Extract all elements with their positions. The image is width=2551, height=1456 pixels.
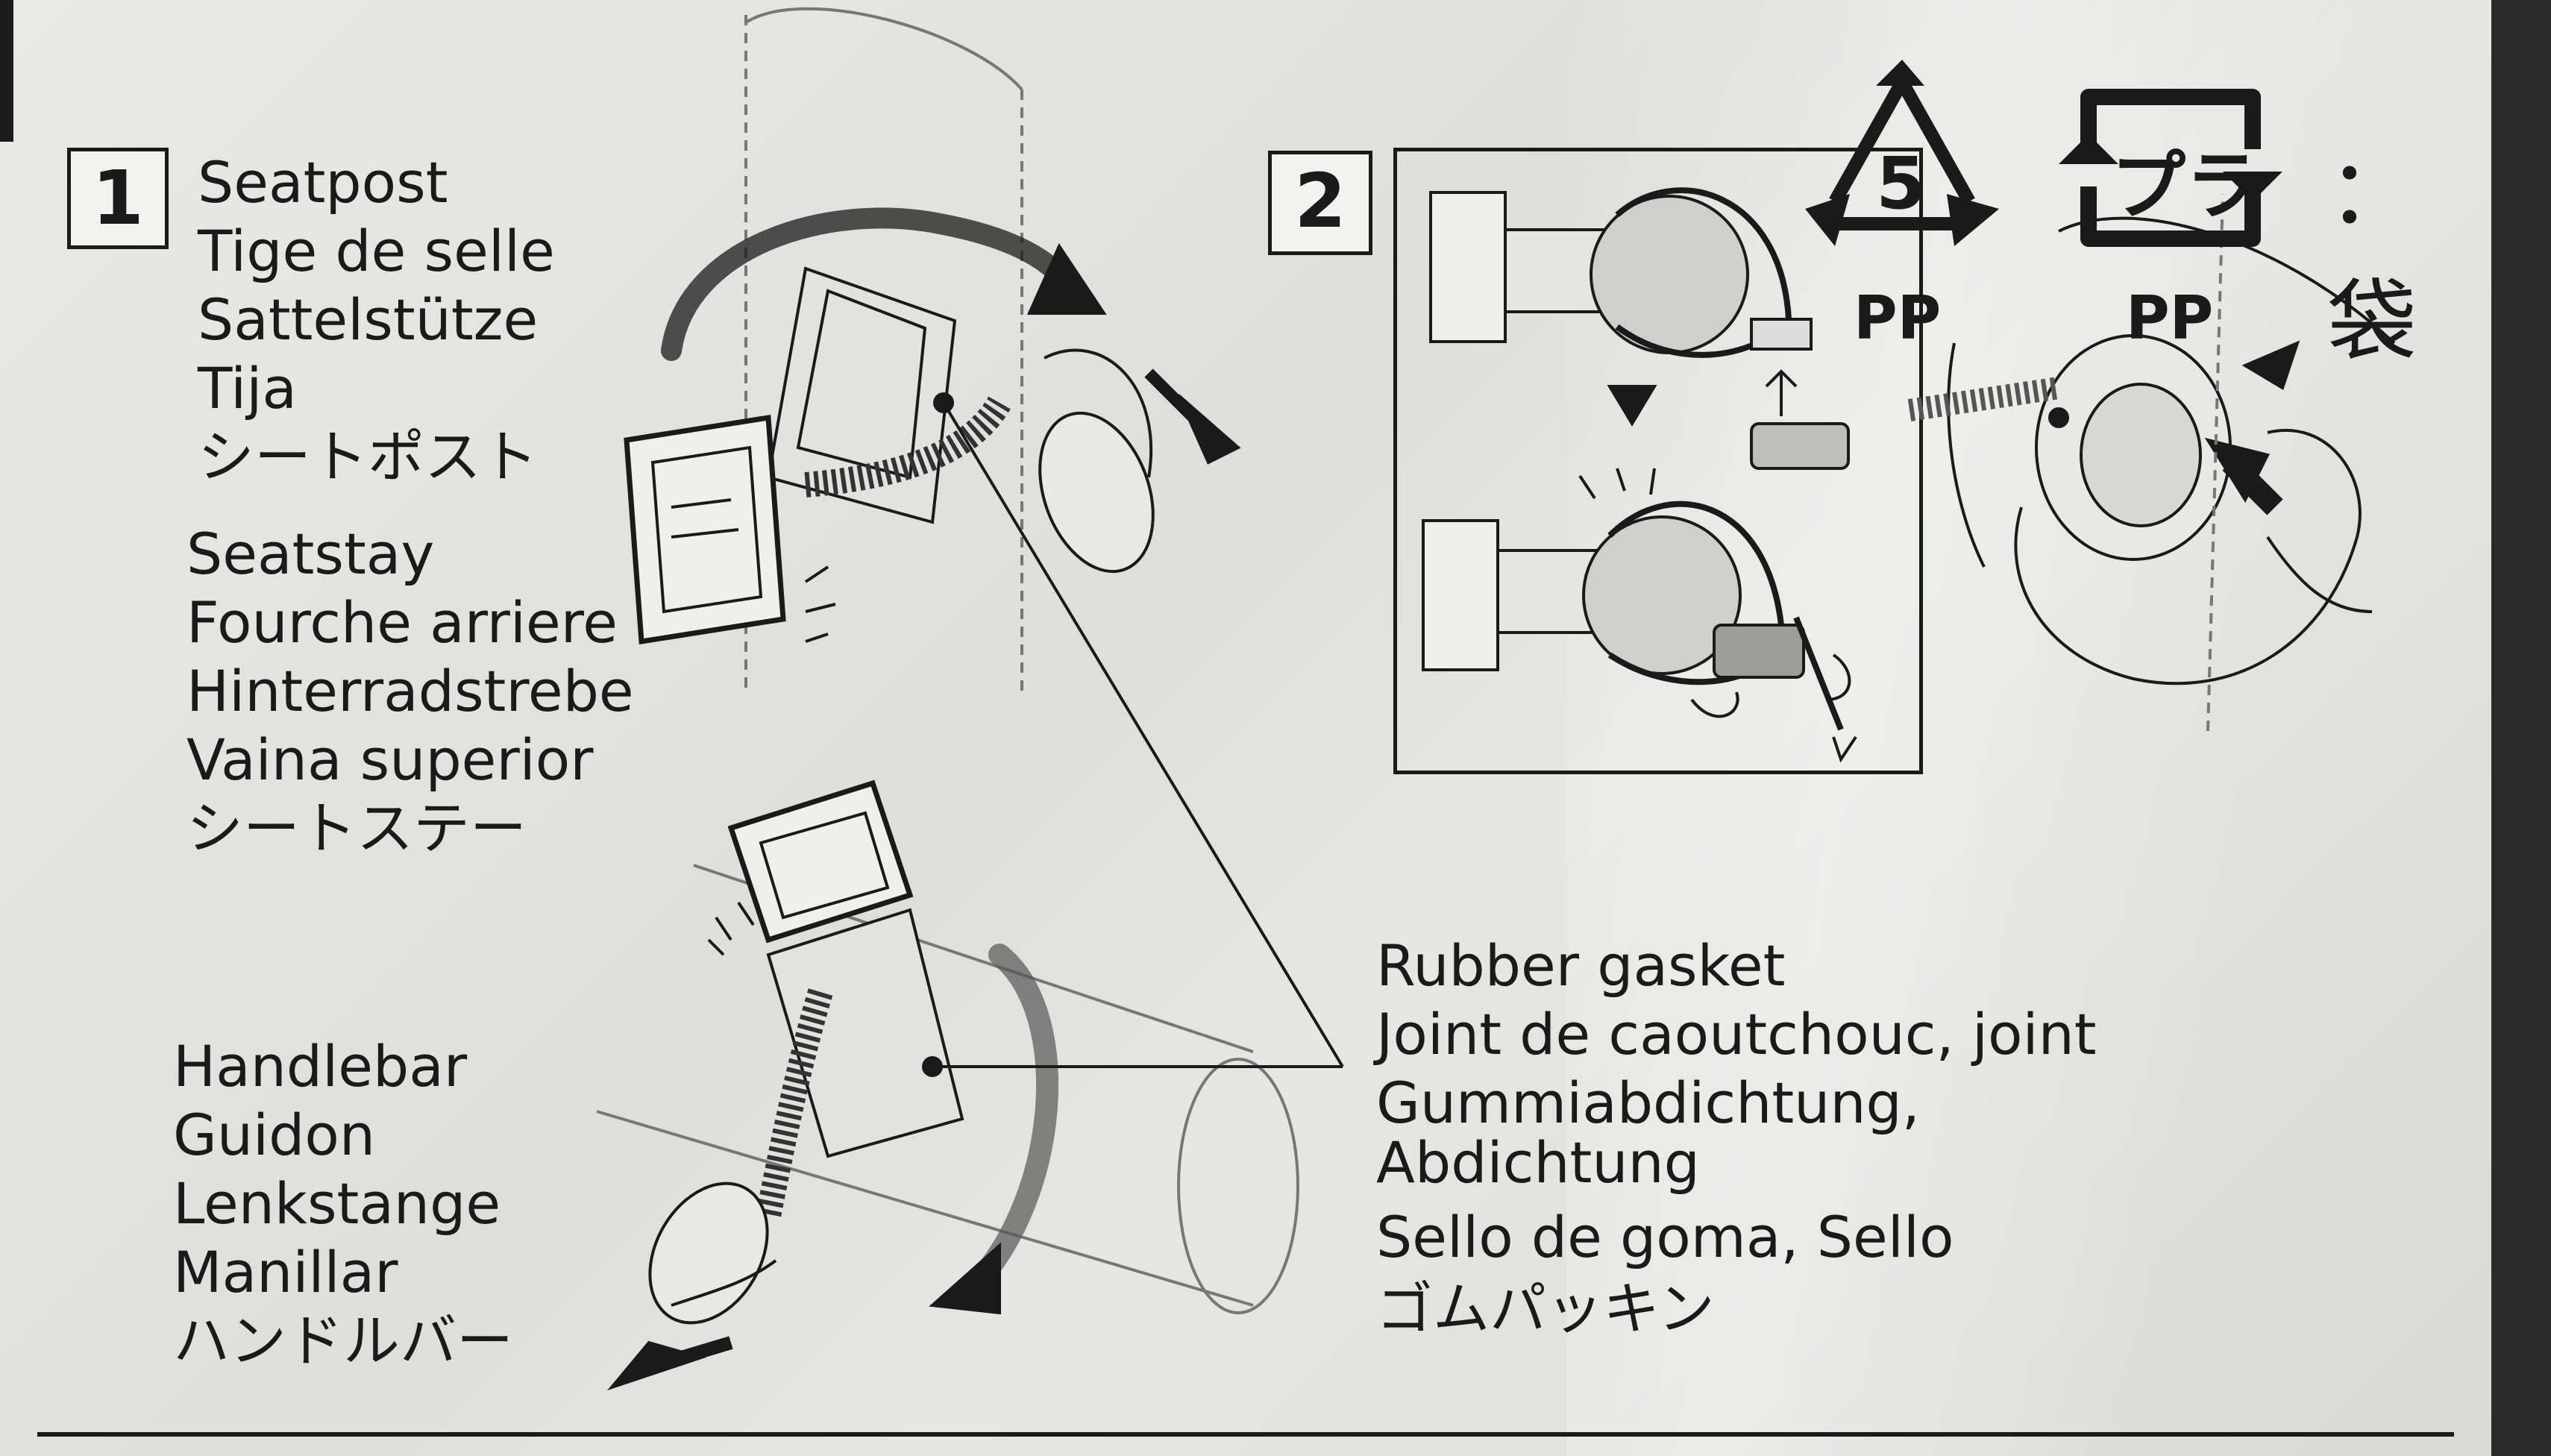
seatpost-mount-illustration [624,7,1344,1068]
recycle-5-icon [1805,60,1999,246]
seatstay-label-fr: Fourche arriere [186,589,618,656]
handlebar-label-es: Manillar [173,1239,398,1305]
seatpost-label-en: Seatpost [198,149,448,216]
instruction-sheet: 1 Seatpost Tige de selle Sattelstütze Ti… [0,0,2491,1456]
recycle-code-number: 5 [1876,142,1926,225]
gasket-label-es: Sello de goma, Sello [1376,1204,1954,1270]
seatpost-label-de: Sattelstütze [198,286,539,353]
gasket-label-en: Rubber gasket [1376,932,1786,999]
seatpost-label-jp: シートポスト [198,424,538,490]
handlebar-label-jp: ハンドルバー [173,1308,513,1374]
recycle-code-material: PP [1854,283,1942,353]
seatstay-label-en: Seatstay [186,521,435,587]
seatstay-label-jp: シートステー [186,795,527,862]
step-2-detail-panel [1393,148,1923,774]
bottom-border [37,1432,2454,1437]
pla-recycle-icon [2059,89,2282,247]
gasket-label-de-2: Abdichtung [1376,1129,1700,1196]
seatstay-label-es: Vaina superior [186,727,594,793]
handlebar-label-fr: Guidon [173,1102,376,1168]
handlebar-mount-illustration [596,779,1343,1391]
pla-mark-text: プラ [2111,142,2260,230]
seatstay-label-de: Hinterradstrebe [186,658,634,724]
bag-note: ：袋 [2327,141,2417,374]
seatpost-label-fr: Tige de selle [198,218,555,284]
gasket-label-fr: Joint de caoutchouc, joint [1376,1001,2097,1067]
step-1-number: 1 [67,148,169,249]
seatpost-label-es: Tija [198,355,297,421]
handlebar-label-de: Lenkstange [173,1170,501,1237]
step-2-number: 2 [1268,151,1372,255]
pla-material: PP [2126,283,2214,353]
gasket-label-jp: ゴムパッキン [1376,1275,1715,1342]
step-2-detail-illustration [1422,187,1857,763]
handlebar-label-en: Handlebar [173,1033,468,1099]
gasket-label-de: Gummiabdichtung, [1376,1070,1920,1136]
hand-press-illustration [1907,193,2396,732]
